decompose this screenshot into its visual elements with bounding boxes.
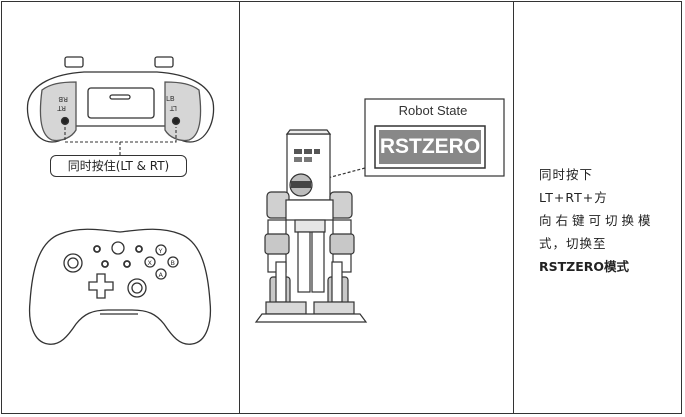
instruction-line-4: RSTZERO模式: [539, 259, 630, 274]
top-stick-left: [64, 56, 84, 68]
robot-state-title: Robot State: [398, 103, 468, 118]
trigger-combo-label: 同时按住(LT & RT): [50, 155, 187, 177]
robot-panel: [240, 2, 513, 413]
bumper-left-label: RB: [58, 95, 68, 103]
y-button: [155, 244, 167, 256]
a-label: A: [159, 271, 164, 279]
b-label: B: [171, 259, 175, 267]
robot-state-value: RSTZERO: [379, 130, 481, 164]
controller-illustration: RB RT LB LT Y X B A: [26, 56, 215, 345]
panel-divider-2: [513, 1, 514, 414]
trigger-left-label: RT: [57, 104, 66, 112]
top-stick-right: [154, 56, 174, 68]
x-button: [144, 256, 156, 268]
home-button: [111, 241, 125, 255]
trigger-right-label: LT: [169, 104, 177, 112]
b-button: [167, 256, 179, 268]
trigger-right-dot: [171, 116, 181, 126]
instruction-line-1: 同时按下LT+RT+方: [539, 167, 608, 205]
instruction-text: 同时按下LT+RT+方 向右键可切换模 式，切换至 RSTZERO模式: [539, 163, 659, 278]
bumper-right-label: LB: [166, 95, 175, 103]
left-stick: [63, 253, 83, 273]
trigger-left-dot: [60, 116, 70, 126]
right-stick: [127, 278, 147, 298]
instruction-line-2: 向右键可切换模: [539, 213, 655, 228]
gamepad-front-view: [28, 228, 212, 345]
dpad: [88, 273, 114, 299]
robot-illustration: [254, 98, 505, 323]
instruction-line-3: 式，切换至: [539, 236, 607, 251]
a-button: [155, 268, 167, 280]
y-label: Y: [158, 247, 163, 255]
x-label: X: [148, 259, 153, 267]
panel-divider-1: [239, 1, 240, 414]
controller-panel: RB RT LB LT Y X B A: [2, 2, 239, 413]
robot-figure: [254, 129, 368, 323]
gamepad-top-view: [26, 56, 215, 157]
